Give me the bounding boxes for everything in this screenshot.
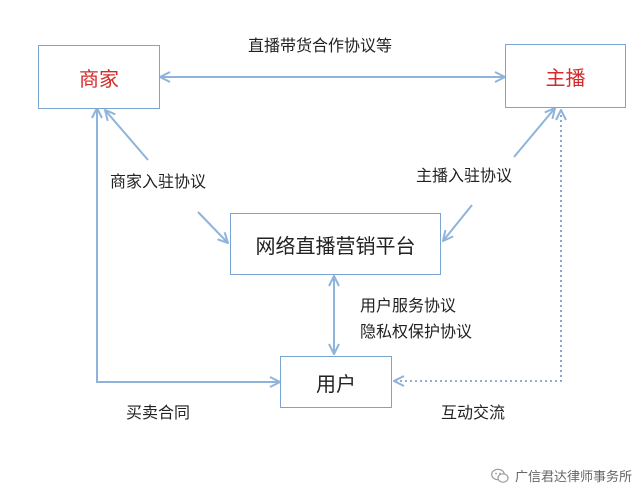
platform-user-label-1: 用户服务协议 [360, 296, 457, 315]
user-node: 用户 [280, 356, 392, 408]
merchant-node: 商家 [38, 45, 160, 109]
anchor-platform-arrow [513, 108, 555, 158]
platform-node: 网络直播营销平台 [230, 213, 441, 275]
anchor-platform-label: 主播入驻协议 [416, 166, 513, 185]
merchant-platform-arrow-lower [197, 211, 228, 243]
merchant-platform-arrow [105, 110, 149, 161]
anchor-user-label: 互动交流 [441, 403, 506, 422]
watermark: 广信君达律师事务所 [491, 466, 632, 485]
anchor-node: 主播 [505, 44, 626, 108]
anchor-user-arrow [394, 110, 561, 381]
merchant-anchor-label: 直播带货合作协议等 [248, 36, 393, 55]
merchant-platform-label: 商家入驻协议 [110, 172, 207, 191]
wechat-icon [491, 468, 509, 483]
platform-user-label-2: 隐私权保护协议 [360, 322, 473, 341]
merchant-user-label: 买卖合同 [126, 403, 191, 422]
watermark-text: 广信君达律师事务所 [514, 470, 632, 485]
anchor-platform-arrow-lower [443, 204, 473, 241]
merchant-user-arrow [97, 108, 280, 382]
